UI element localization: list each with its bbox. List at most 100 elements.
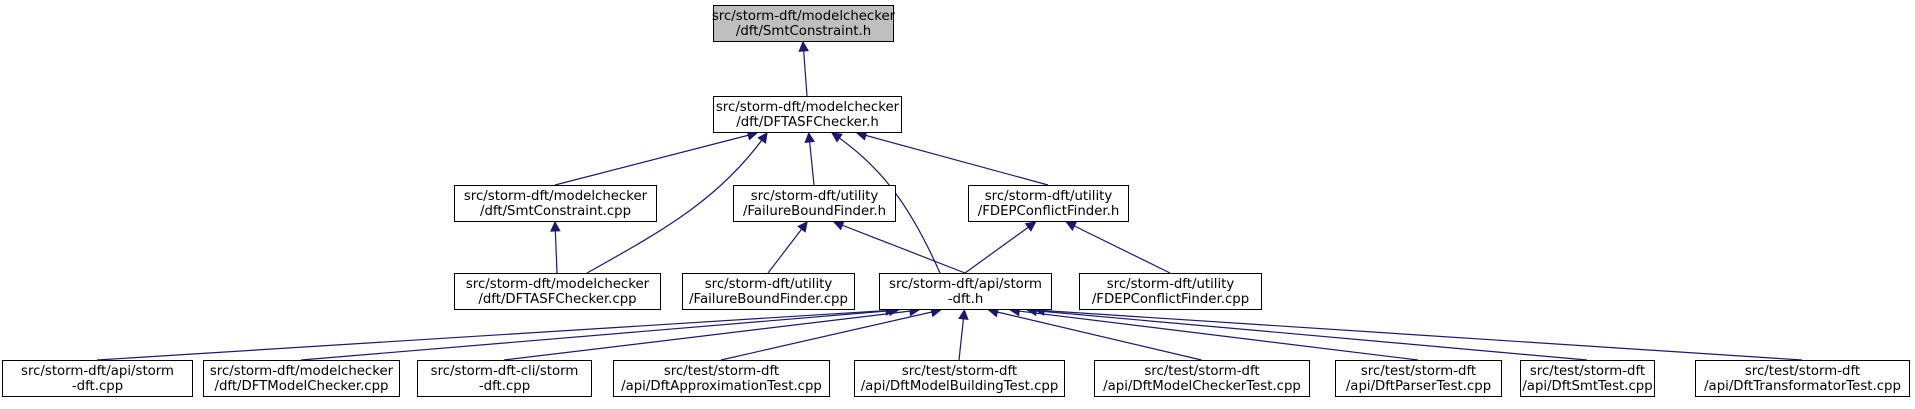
edge-line xyxy=(988,309,1202,361)
arrowhead-icon xyxy=(797,221,808,233)
node-box xyxy=(613,360,830,397)
node-label-line: /api/DftSmtTest.cpp xyxy=(1522,379,1652,394)
graph-node[interactable]: src/test/storm-dft/api/DftParserTest.cpp xyxy=(1335,360,1502,397)
node-box xyxy=(854,360,1065,397)
dependency-edge xyxy=(1065,221,1171,274)
edge-line xyxy=(1010,309,1419,361)
edges-layer xyxy=(96,40,1803,361)
node-box xyxy=(713,96,902,133)
graph-node[interactable]: src/storm-dft/utility/FDEPConflictFinder… xyxy=(968,185,1129,222)
node-box xyxy=(1079,273,1262,310)
node-label-line: src/test/storm-dft xyxy=(664,364,779,379)
node-label-line: /FailureBoundFinder.h xyxy=(743,204,886,219)
node-label-line: src/test/storm-dft xyxy=(1530,364,1645,379)
node-label-line: src/storm-dft/utility xyxy=(985,189,1113,204)
node-box xyxy=(417,360,592,397)
arrowhead-icon xyxy=(958,308,969,321)
arrowhead-icon xyxy=(804,131,815,143)
dependency-edge xyxy=(96,305,897,361)
graph-node[interactable]: src/storm-dft/api/storm-dft.cpp xyxy=(2,360,193,397)
arrowhead-icon xyxy=(832,220,845,231)
node-label-line: /dft/SmtConstraint.cpp xyxy=(480,204,631,219)
node-label-line: src/storm-dft/utility xyxy=(705,277,833,292)
dependency-edge xyxy=(550,220,561,274)
node-label-line: src/storm-dft/modelchecker xyxy=(210,364,394,379)
graph-node[interactable]: src/storm-dft/modelchecker/dft/DFTModelC… xyxy=(203,360,400,397)
dependency-edge xyxy=(586,132,768,274)
graph-node[interactable]: src/storm-dft/modelchecker/dft/DFTASFChe… xyxy=(713,96,902,133)
node-box xyxy=(713,5,894,42)
node-box xyxy=(733,185,896,222)
node-label-line: src/storm-dft/utility xyxy=(751,189,879,204)
graph-node[interactable]: src/storm-dft/modelchecker/dft/SmtConstr… xyxy=(712,5,896,42)
graph-node[interactable]: src/test/storm-dft/api/DftSmtTest.cpp xyxy=(1520,360,1655,397)
graph-node[interactable]: src/storm-dft/modelchecker/dft/DFTASFChe… xyxy=(454,273,661,310)
graph-node[interactable]: src/storm-dft/utility/FDEPConflictFinder… xyxy=(1079,273,1262,310)
dependency-edge xyxy=(855,130,1049,186)
arrowhead-icon xyxy=(1024,221,1037,232)
node-label-line: /FDEPConflictFinder.h xyxy=(978,204,1120,219)
edge-line xyxy=(1027,309,1588,361)
dependency-edge xyxy=(503,305,921,361)
node-label-line: -dft.cpp xyxy=(479,379,530,394)
arrowhead-icon xyxy=(1065,221,1078,231)
node-label-line: /api/DftModelCheckerTest.cpp xyxy=(1103,379,1301,394)
graph-node[interactable]: src/storm-dft/api/storm-dft.h xyxy=(879,273,1052,310)
arrowhead-icon xyxy=(798,40,809,52)
graph-node[interactable]: src/storm-dft/modelchecker/dft/SmtConstr… xyxy=(454,185,657,222)
graph-node[interactable]: src/storm-dft/utility/FailureBoundFinder… xyxy=(733,185,896,222)
node-label-line: src/storm-dft/modelchecker xyxy=(716,100,900,115)
dependency-edge xyxy=(300,305,900,361)
graph-node[interactable]: src/storm-dft-cli/storm-dft.cpp xyxy=(417,360,592,397)
graph-node[interactable]: src/test/storm-dft/api/DftModelCheckerTe… xyxy=(1094,360,1310,397)
node-label-line: src/storm-dft/api/storm xyxy=(21,364,174,379)
node-label-line: src/storm-dft/utility xyxy=(1107,277,1235,292)
dependency-edge xyxy=(958,308,969,361)
dependency-edge xyxy=(1033,305,1803,361)
graph-node[interactable]: src/test/storm-dft/api/DftApproximationT… xyxy=(613,360,830,397)
node-label-line: src/storm-dft/api/storm xyxy=(889,277,1042,292)
node-box xyxy=(454,185,657,222)
node-label-line: src/storm-dft/modelchecker xyxy=(712,9,896,24)
node-label-line: /api/DftParserTest.cpp xyxy=(1346,379,1491,394)
node-box xyxy=(2,360,193,397)
edge-line xyxy=(833,221,966,274)
edge-line xyxy=(1034,309,1803,361)
node-label-line: /FailureBoundFinder.cpp xyxy=(689,292,848,307)
node-label-line: /dft/DFTASFChecker.h xyxy=(736,115,879,130)
dependency-edge xyxy=(832,220,966,274)
node-label-line: /dft/DFTASFChecker.cpp xyxy=(478,292,636,307)
node-label-line: src/storm-dft/modelchecker xyxy=(464,189,648,204)
node-box xyxy=(454,273,661,310)
node-box xyxy=(682,273,855,310)
node-label-line: /dft/DFTModelChecker.cpp xyxy=(214,379,388,394)
dependency-edge xyxy=(804,131,815,186)
node-label-line: /dft/SmtConstraint.h xyxy=(736,24,871,39)
node-label-line: src/test/storm-dft xyxy=(1361,364,1476,379)
graph-node[interactable]: src/test/storm-dft/api/DftTransformatorT… xyxy=(1695,360,1910,397)
node-label-line: -dft.cpp xyxy=(72,379,123,394)
node-label-line: src/storm-dft-cli/storm xyxy=(431,364,579,379)
node-box xyxy=(879,273,1052,310)
arrowhead-icon xyxy=(757,132,768,144)
node-box xyxy=(1695,360,1910,397)
graph-node[interactable]: src/test/storm-dft/api/DftModelBuildingT… xyxy=(854,360,1065,397)
edge-line xyxy=(856,132,1049,186)
node-label-line: src/test/storm-dft xyxy=(1144,364,1259,379)
nodes-layer: src/storm-dft/modelchecker/dft/SmtConstr… xyxy=(2,5,1910,397)
edge-line xyxy=(767,221,808,274)
node-label-line: src/test/storm-dft xyxy=(902,364,1017,379)
arrowhead-icon xyxy=(831,132,843,143)
node-label-line: src/storm-dft/modelchecker xyxy=(466,277,650,292)
node-label-line: /api/DftApproximationTest.cpp xyxy=(621,379,822,394)
edge-line xyxy=(1066,221,1171,274)
node-box xyxy=(1094,360,1310,397)
graph-node[interactable]: src/storm-dft/utility/FailureBoundFinder… xyxy=(682,273,855,310)
node-label-line: -dft.h xyxy=(948,292,984,307)
edge-line xyxy=(554,132,758,186)
dependency-edge xyxy=(964,221,1037,274)
edge-line xyxy=(720,309,941,361)
node-box xyxy=(1520,360,1655,397)
node-label-line: /api/DftModelBuildingTest.cpp xyxy=(861,379,1059,394)
